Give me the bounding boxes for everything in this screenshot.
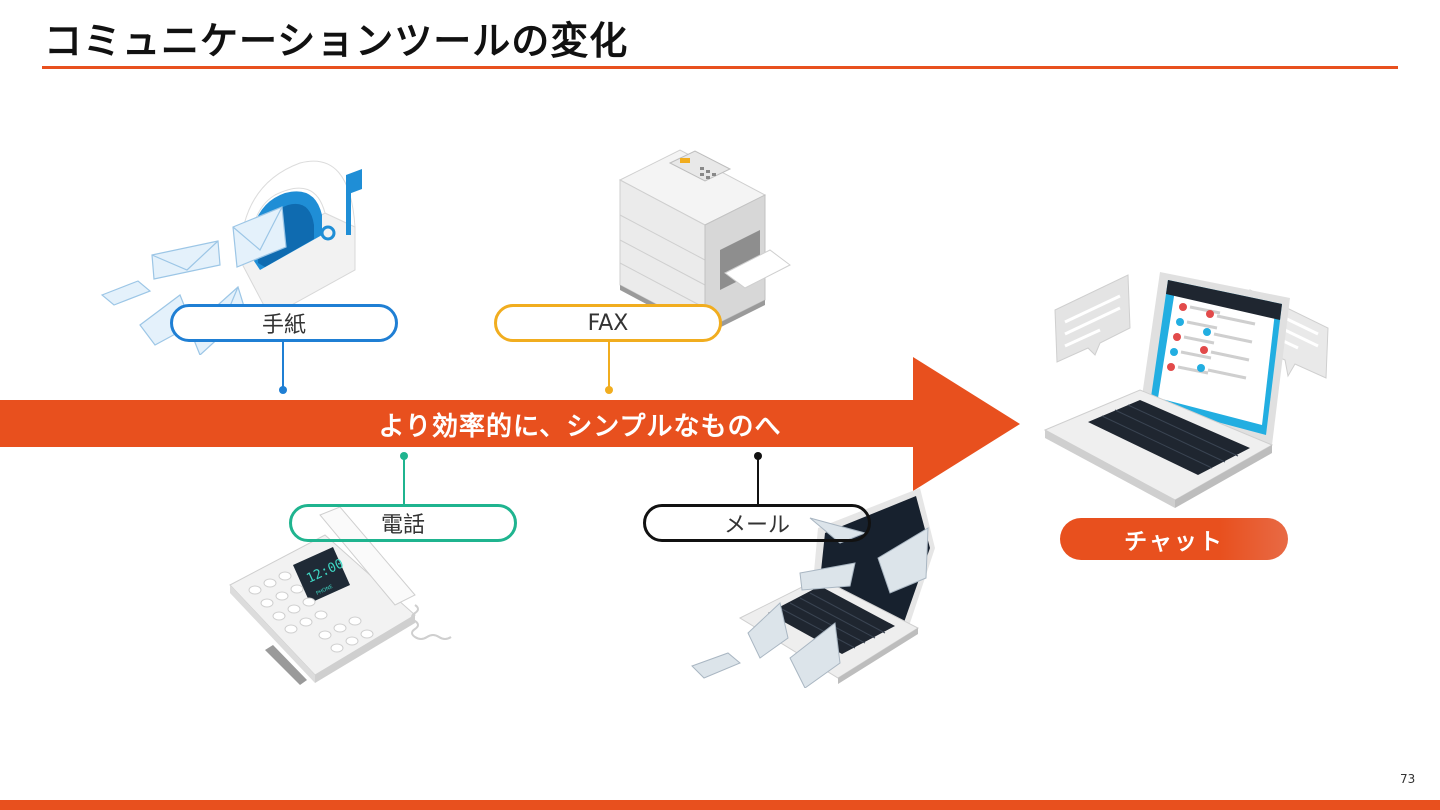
arrow-label: より効率的に、シンプルなものへ bbox=[378, 412, 782, 442]
chat-label: チャット bbox=[1124, 529, 1224, 555]
page-number: 73 bbox=[1400, 772, 1416, 786]
phone-label: 電話 bbox=[374, 507, 431, 539]
fax-label: FAX bbox=[587, 310, 629, 336]
letter-label: 手紙 bbox=[261, 313, 306, 338]
fax-connector-dot bbox=[605, 386, 613, 394]
chat-pill: チャット bbox=[1060, 518, 1288, 560]
mail-label: メール bbox=[717, 507, 796, 539]
email-laptop-illustration bbox=[691, 488, 935, 688]
fax-pill: FAX bbox=[494, 304, 722, 342]
desk-phone-illustration: 12:00 PHONE bbox=[229, 506, 452, 685]
fax-machine-illustration bbox=[618, 149, 791, 335]
fax-connector bbox=[608, 342, 610, 390]
mail-pill: メール bbox=[643, 504, 871, 542]
letter-connector-dot bbox=[279, 386, 287, 394]
footer-bar bbox=[0, 800, 1440, 810]
letter-connector bbox=[282, 342, 284, 390]
letter-pill: 手紙 bbox=[170, 304, 398, 342]
phone-connector bbox=[403, 456, 405, 506]
mail-connector bbox=[757, 456, 759, 506]
page-title: コミュニケーションツールの変化 bbox=[44, 19, 629, 63]
main-arrow bbox=[0, 357, 1020, 491]
phone-pill: 電話 bbox=[289, 504, 517, 542]
chat-laptop-illustration bbox=[1043, 272, 1329, 508]
title-underline bbox=[42, 66, 1398, 69]
